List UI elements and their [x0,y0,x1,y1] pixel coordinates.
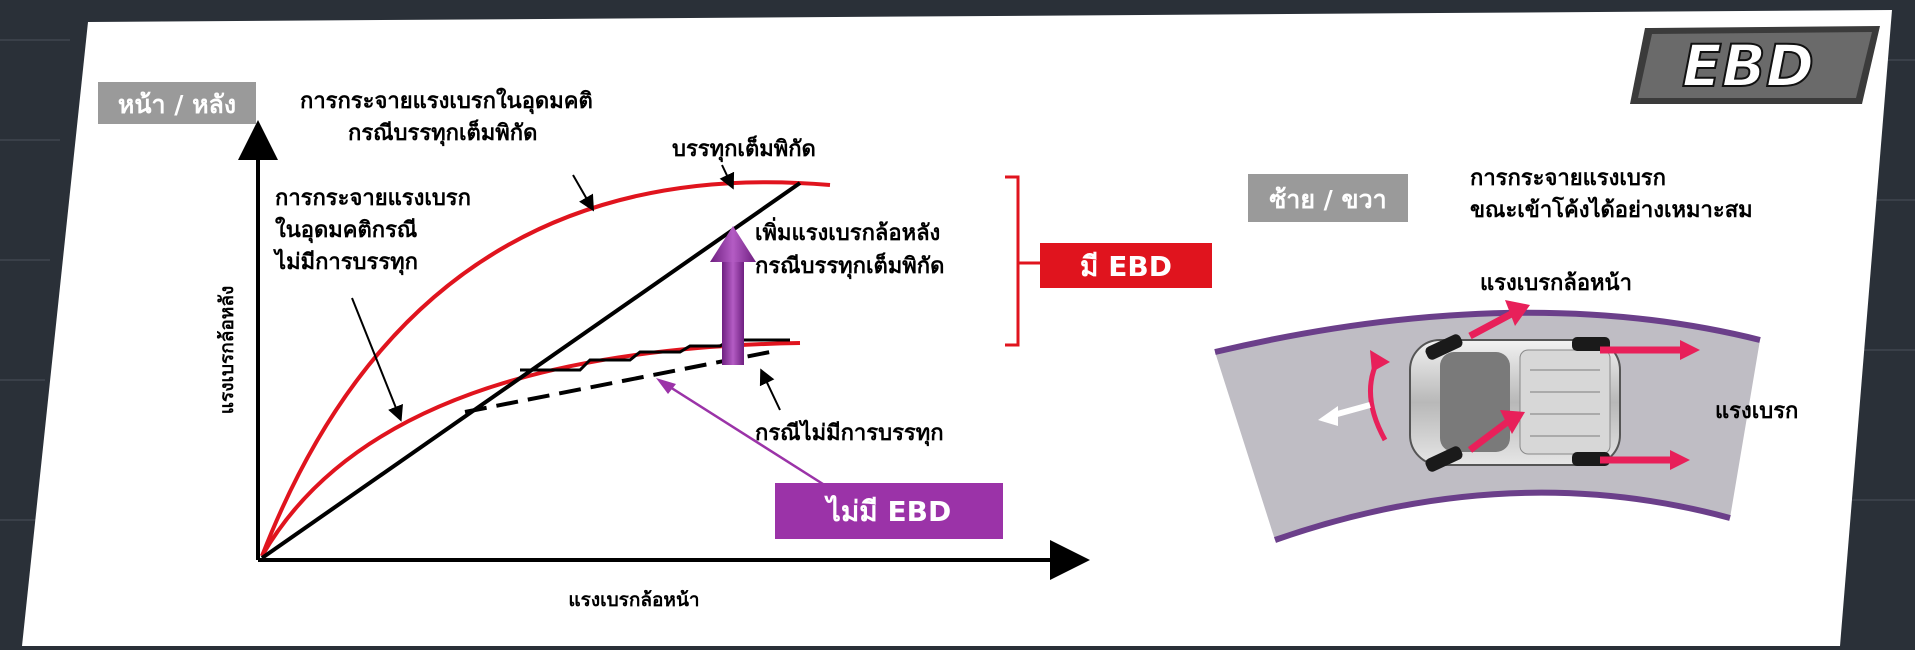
brake-label: แรงเบรก [1715,399,1798,424]
ideal-no-load-label-2: ในอุดมคติกรณี [275,216,417,244]
left-right-tag-text: ซ้าย / ขวา [1269,185,1386,214]
pointer-no-load [759,368,781,411]
front-rear-tag-text: หน้า / หลัง [118,90,236,119]
lateral-arrowhead [1318,406,1338,426]
ideal-no-load-label-3: ไม่มีการบรรทุก [273,248,418,276]
increase-label-2: กรณีบรรทุกเต็มพิกัด [755,251,944,280]
cornering-desc-2: ขณะเข้าโค้งได้อย่างเหมาะสม [1470,196,1753,223]
full-load-label: บรรทุกเต็มพิกัด [672,134,816,163]
ideal-full-load-label-1: การกระจายแรงเบรกในอุดมคติ [300,87,593,115]
without-ebd-box [775,483,1003,539]
with-ebd-box [1040,243,1212,288]
rear-brake-arrows [1600,340,1700,470]
left-right-tag [1248,174,1408,222]
ebd-badge-text: EBD [1682,32,1814,100]
front-brake-arrows [1467,300,1530,453]
road-edge-top [1214,309,1761,355]
pointer-full-load [719,164,735,190]
pointer-ideal-full [572,174,594,212]
ebd-badge: EBD [1630,26,1880,104]
ideal-full-load-label-2: กรณีบรรทุกเต็มพิกัด [348,118,537,147]
pointer-without-ebd-head [656,378,676,394]
ideal-no-load-label-1: การกระจายแรงเบรก [275,186,471,211]
left-right-section: ซ้าย / ขวา การกระจายแรงเบรก ขณะเข้าโค้งไ… [1214,166,1798,543]
road-edge-bottom [1274,489,1731,543]
x-axis-label: แรงเบรกล้อหน้า [568,589,699,611]
pointer-ideal-noload [351,297,403,422]
pointer-without-ebd [661,380,846,500]
car-top-view [1409,334,1621,472]
ideal-full-load-curve [260,180,831,557]
increase-label-1: เพิ่มแรงเบรกล้อหลัง [755,216,940,246]
y-axis-label: แรงเบรกล้อหลัง [216,286,238,415]
cornering-desc-1: การกระจายแรงเบรก [1470,166,1666,191]
no-load-dashed-line [464,350,771,414]
rear-brake-increase-arrow [710,226,756,365]
front-rear-tag [98,82,256,124]
front-brake-label: แรงเบรกล้อหน้า [1480,271,1632,296]
turn-direction-arrowhead [1370,350,1390,372]
with-ebd-text: มี EBD [1080,250,1172,283]
front-rear-section: หน้า / หลัง แรงเบรกล้อหลัง แรงเบรกล้อหน้… [98,82,1212,611]
no-load-label: กรณีไม่มีการบรรทุก [755,419,944,447]
with-ebd-bracket [1005,175,1020,347]
without-ebd-text: ไม่มี EBD [824,495,951,528]
